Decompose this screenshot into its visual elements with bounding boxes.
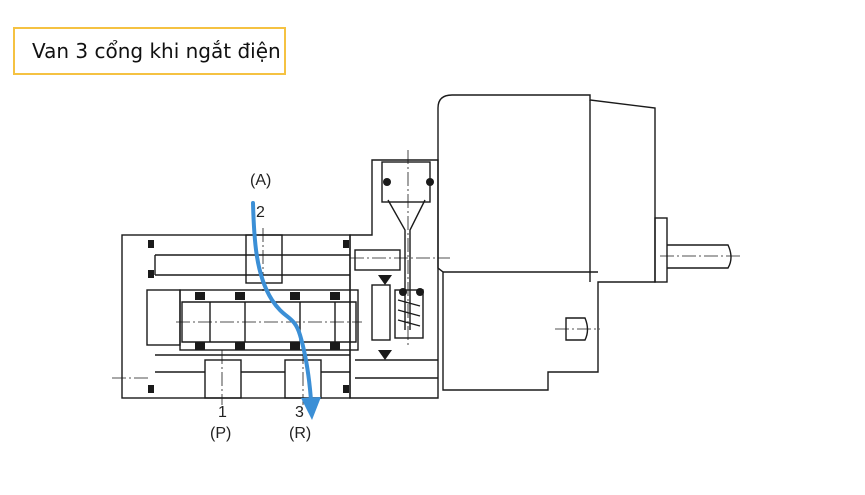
seals [148, 178, 434, 393]
port-a-letter: (A) [250, 172, 272, 189]
valve-body [121, 234, 351, 399]
diagram-title: Van 3 cổng khi ngắt điện [32, 39, 281, 63]
connector-plug [654, 217, 668, 283]
housing-latch [565, 317, 589, 341]
port-p-letter: (P) [210, 425, 232, 442]
center-lines [112, 150, 742, 405]
spool [181, 301, 357, 343]
flow-arrow-head [301, 397, 321, 420]
flow-arrow-line [251, 201, 313, 402]
port-a-channel [245, 234, 283, 284]
connector-pin [667, 244, 732, 269]
port-p-number: 1 [218, 404, 227, 421]
port-r-number: 3 [295, 404, 304, 421]
port-p-channel [204, 359, 242, 399]
title-box: Van 3 cổng khi ngắt điện [13, 27, 286, 75]
port-a-number: 2 [256, 204, 265, 221]
pilot-body [349, 159, 439, 399]
port-r-letter: (R) [289, 425, 312, 442]
solenoid-housing [437, 94, 656, 391]
